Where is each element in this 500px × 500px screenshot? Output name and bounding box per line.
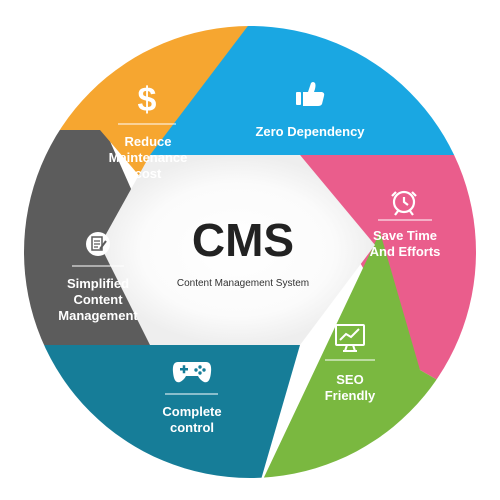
dollar-icon: $	[138, 81, 157, 119]
segment-text-simplified-1: Simplified	[67, 276, 129, 291]
center-subtitle: Content Management System	[177, 278, 309, 289]
segment-text-reduce-cost-1: Reduce	[125, 134, 172, 149]
segment-label-simplified-content: Simplified Content Management	[58, 232, 138, 323]
segment-text-reduce-cost-2: Maintenance	[109, 150, 188, 165]
segment-text-reduce-cost-3: cost	[135, 166, 162, 181]
segment-label-save-time: Save Time And Efforts	[370, 190, 441, 259]
segment-text-simplified-3: Management	[58, 308, 138, 323]
center-hexagon	[100, 155, 375, 345]
segment-text-complete-control-2: control	[170, 420, 214, 435]
segment-text-seo-1: SEO	[336, 372, 363, 387]
segment-label-zero-dependency: Zero Dependency	[255, 82, 365, 139]
segment-label-seo-friendly: SEO Friendly	[325, 324, 376, 403]
segment-label-complete-control: Complete control	[162, 362, 222, 435]
segment-text-complete-control-1: Complete	[162, 404, 221, 419]
segment-text-save-time-2: And Efforts	[370, 244, 441, 259]
segment-text-simplified-2: Content	[73, 292, 123, 307]
monitor-chart-icon	[335, 324, 365, 352]
segment-text-zero-dependency: Zero Dependency	[255, 124, 365, 139]
segment-complete-control	[24, 345, 300, 478]
segment-text-save-time-1: Save Time	[373, 228, 437, 243]
alarm-clock-icon	[391, 190, 417, 216]
document-pencil-icon	[86, 232, 110, 256]
gamepad-icon	[172, 362, 212, 383]
segment-text-seo-2: Friendly	[325, 388, 376, 403]
segment-label-reduce-cost: $ Reduce Maintenance cost	[109, 81, 188, 181]
thumbs-up-icon	[296, 82, 325, 106]
center-title: CMS	[192, 214, 294, 266]
